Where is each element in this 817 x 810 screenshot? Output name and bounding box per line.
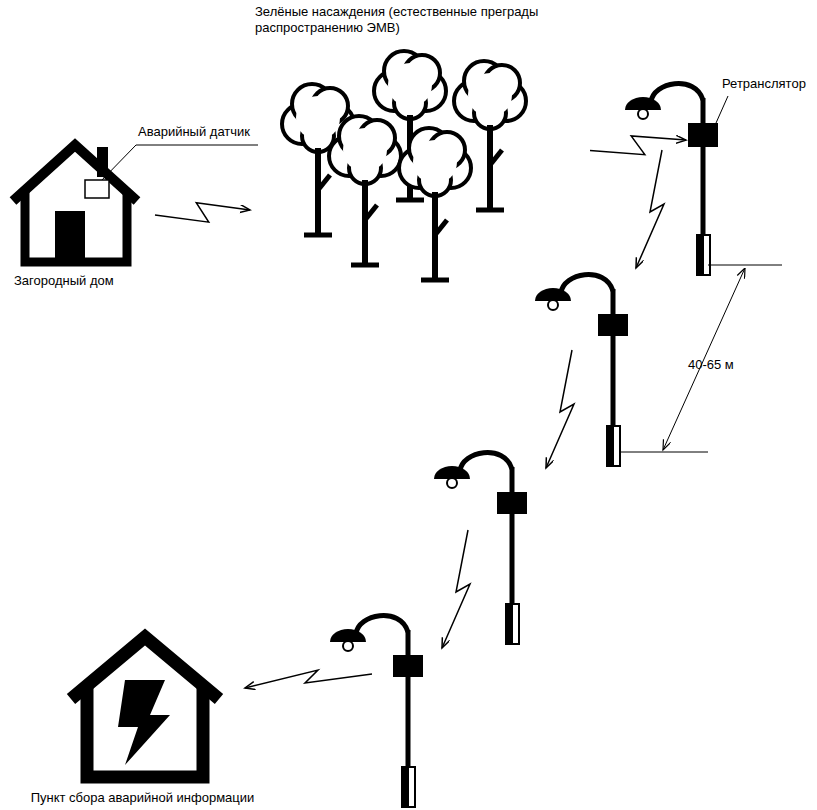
trees-illustration <box>250 2 590 277</box>
dimension-label: 40-65 м <box>688 357 734 373</box>
dimension-arrow <box>663 268 745 450</box>
lamp-post <box>330 616 415 807</box>
house-node: Загородный дом <box>5 135 155 295</box>
radio-link <box>245 670 372 688</box>
node-text: Пункт сбора аварийной информации <box>5 790 280 806</box>
dimension-line <box>708 265 782 266</box>
node-text: Зелёные насаждения (естественные преград… <box>255 4 590 36</box>
radio-link <box>590 136 686 155</box>
radio-link <box>546 350 574 468</box>
repeater-node: Ретранслятор <box>686 74 814 150</box>
house-icon <box>5 135 155 295</box>
node-text: Загородный дом <box>14 273 154 289</box>
lamp-post <box>434 453 519 644</box>
repeater-box <box>598 314 628 336</box>
trees-node: Зелёные насаждения (естественные преград… <box>250 2 590 277</box>
repeater-box <box>497 492 527 514</box>
radio-link <box>155 203 250 222</box>
sensor-box <box>85 180 109 198</box>
callout-label: Аварийный датчик <box>138 124 250 140</box>
radio-link <box>442 530 470 648</box>
leader-line <box>100 145 258 182</box>
node-text: Ретранслятор <box>722 76 814 92</box>
repeater-box <box>393 655 423 677</box>
dimension-line <box>620 452 708 453</box>
station-node: Пункт сбора аварийной информации <box>5 625 280 810</box>
station-icon <box>5 625 280 810</box>
radio-link <box>636 150 664 268</box>
lamp-post <box>535 275 620 466</box>
lamp-post <box>625 84 710 275</box>
